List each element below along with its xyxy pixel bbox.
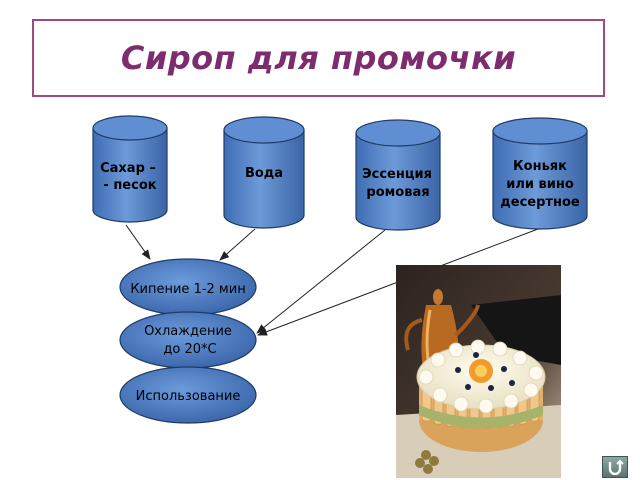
step-oval-boil: Кипение 1-2 мин	[119, 258, 257, 316]
title-frame: Сироп для промочки	[32, 19, 605, 97]
ingredient-label: ромовая	[366, 185, 429, 200]
ingredient-label: Вода	[245, 166, 283, 181]
ingredient-label: Коньяк	[513, 159, 567, 174]
step-label: Кипение 1-2 мин	[130, 282, 245, 297]
arrow-water-to-boil	[219, 228, 256, 261]
arrow-essence-to-cool	[256, 229, 386, 334]
ingredient-label: или вино	[506, 177, 574, 192]
ingredient-label: десертное	[500, 195, 580, 210]
ingredient-label: - песок	[103, 178, 156, 193]
return-button[interactable]	[602, 456, 628, 478]
step-oval-cool: Охлаждение до 20*С	[119, 311, 257, 369]
step-oval-use: Использование	[119, 366, 257, 424]
step-label: Охлаждение	[144, 324, 232, 339]
arrow-sugar-to-boil	[125, 224, 151, 260]
step-label: Использование	[136, 389, 241, 404]
return-arrow-icon	[608, 459, 624, 475]
cake-photo	[396, 265, 561, 478]
ingredient-cylinder-water: Вода	[223, 116, 305, 229]
ingredient-cylinder-sugar: Сахар – - песок	[92, 115, 168, 223]
ingredient-cylinder-cognac: Коньяк или вино десертное	[492, 117, 588, 230]
ingredient-cylinder-essence: Эссенция ромовая	[355, 119, 441, 231]
ingredient-label: Эссенция	[362, 167, 432, 182]
ingredient-label: Сахар –	[100, 161, 156, 176]
step-label: до 20*С	[163, 342, 216, 357]
page-title: Сироп для промочки	[120, 39, 517, 77]
